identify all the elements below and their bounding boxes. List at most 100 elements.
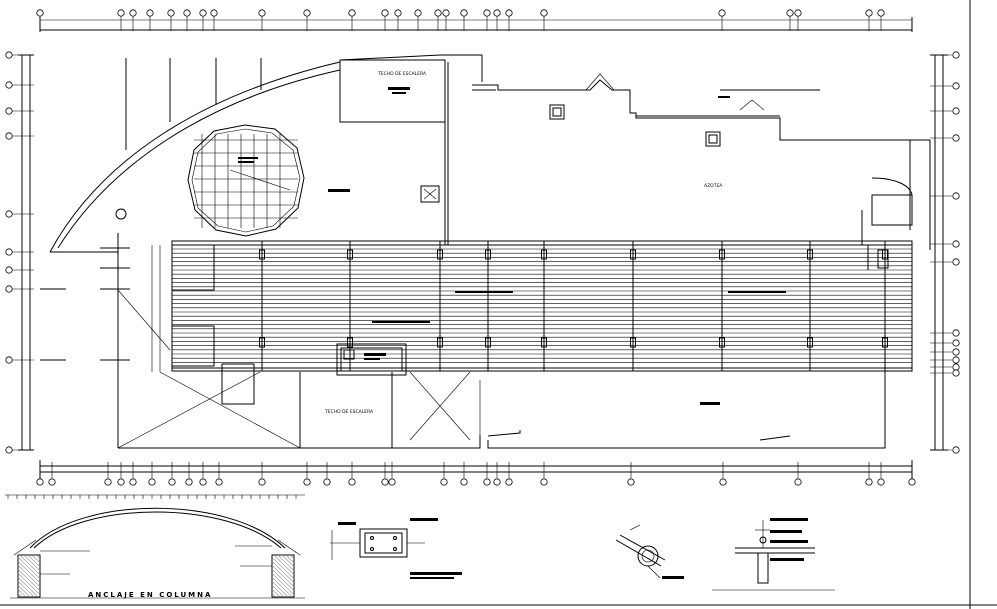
axis-bubble [952, 134, 960, 142]
grid-axis-bubbles-bottom [36, 462, 916, 486]
axis-bubble [540, 9, 548, 17]
axis-bubble [505, 478, 513, 486]
axis-bubble [627, 478, 635, 486]
axis-bubble [952, 339, 960, 347]
axis-bubble [794, 478, 802, 486]
axis-bubble [388, 478, 396, 486]
axis-bubble [865, 9, 873, 17]
axis-bubble [117, 478, 125, 486]
axis-bubble [183, 9, 191, 17]
stair-roof-upper [339, 59, 446, 123]
axis-bubble [146, 9, 154, 17]
detail-anchor-column: ANCLAJE EN COLUMNA [10, 507, 305, 599]
axis-bubble [129, 478, 137, 486]
axis-bubble [786, 9, 794, 17]
axis-bubble [48, 478, 56, 486]
axis-bubble [129, 9, 137, 17]
axis-bubble [348, 9, 356, 17]
axis-bubble [199, 478, 207, 486]
axis-bubble [794, 9, 802, 17]
axis-bubble [185, 478, 193, 486]
dimension-chain-right [930, 54, 948, 451]
dimension-chain-left [18, 54, 34, 451]
axis-bubble [460, 478, 468, 486]
axis-bubble [258, 9, 266, 17]
axis-bubble [148, 478, 156, 486]
axis-bubble [167, 9, 175, 17]
axis-bubble [505, 9, 513, 17]
axis-bubble [104, 478, 112, 486]
axis-bubble [258, 478, 266, 486]
detail-ruler [7, 495, 297, 499]
axis-bubble [215, 478, 223, 486]
axis-bubble [952, 82, 960, 90]
axis-bubble [908, 478, 916, 486]
axis-bubble [5, 51, 13, 59]
label-right-area: AZOTEA [704, 183, 723, 189]
axis-bubble [952, 348, 960, 356]
label-roof-upper: TECHO DE ESCALERA [377, 71, 427, 77]
detail-column-section [712, 518, 835, 591]
axis-bubble [5, 446, 13, 454]
axis-bubble [483, 9, 491, 17]
axis-bubble [952, 369, 960, 377]
axis-bubble [5, 266, 13, 274]
axis-bubble [5, 356, 13, 364]
axis-bubble [442, 9, 450, 17]
detail-beam-connection [615, 524, 684, 579]
axis-bubble [36, 478, 44, 486]
axis-bubble [210, 9, 218, 17]
axis-bubble [303, 9, 311, 17]
axis-bubble [381, 9, 389, 17]
axis-bubble [483, 478, 491, 486]
axis-bubble [323, 478, 331, 486]
axis-bubble [434, 9, 442, 17]
detail-base-plate [330, 518, 462, 579]
axis-bubble [952, 192, 960, 200]
label-roof-lower: TECHO DE ESCALERA [324, 409, 374, 415]
anchor-detail-title: ANCLAJE EN COLUMNA [88, 591, 212, 599]
dimension-chain-bottom [39, 460, 913, 480]
curved-roof-edge [49, 61, 341, 253]
axis-bubble [719, 478, 727, 486]
axis-bubble [493, 9, 501, 17]
axis-bubble [540, 478, 548, 486]
axis-bubble [117, 9, 125, 17]
axis-bubble [303, 478, 311, 486]
axis-bubble [952, 51, 960, 59]
axis-bubble [952, 363, 960, 371]
axis-bubble [5, 81, 13, 89]
grid-axis-bubbles-right [930, 51, 960, 454]
axis-bubble [394, 9, 402, 17]
building-outline [40, 54, 931, 449]
grid-axis-bubbles-left [5, 51, 34, 454]
grid-axis-bubbles-top [36, 9, 885, 31]
axis-bubble [440, 478, 448, 486]
axis-bubble [5, 248, 13, 256]
axis-bubble [952, 107, 960, 115]
axis-bubble [5, 107, 13, 115]
axis-bubble [952, 329, 960, 337]
axis-bubble [952, 240, 960, 248]
axis-bubble [5, 285, 13, 293]
axis-bubble [952, 446, 960, 454]
axis-bubble [952, 258, 960, 266]
deck-hatch-box [336, 343, 407, 376]
axis-bubble [718, 9, 726, 17]
circular-skylight [187, 124, 305, 237]
axis-bubble [493, 478, 501, 486]
axis-bubble [168, 478, 176, 486]
roof-deck-area [117, 240, 913, 405]
axis-bubble [877, 9, 885, 17]
axis-bubble [5, 132, 13, 140]
axis-bubble [952, 356, 960, 364]
axis-bubble [877, 478, 885, 486]
axis-bubble [460, 9, 468, 17]
axis-bubble [348, 478, 356, 486]
axis-bubble [414, 9, 422, 17]
drain-symbols [229, 87, 730, 405]
axis-bubble [381, 478, 389, 486]
axis-bubble [36, 9, 44, 17]
axis-bubble [5, 210, 13, 218]
